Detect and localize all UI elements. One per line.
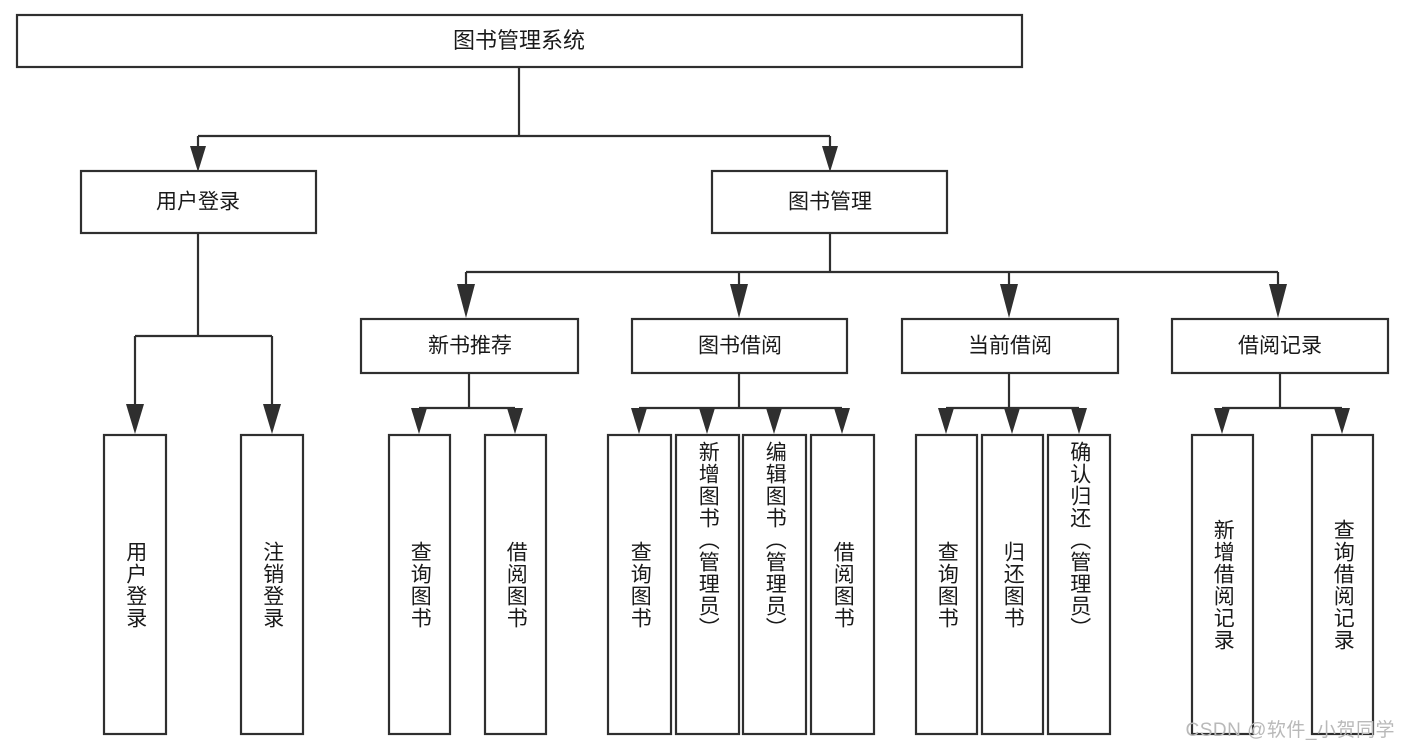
leaf-edit-book-box[interactable] — [741, 433, 808, 736]
node-new-book-recommend[interactable]: 新书推荐 — [359, 317, 580, 375]
leaf-user-login-box[interactable] — [102, 433, 168, 736]
leaf-add-record-box[interactable] — [1190, 433, 1255, 736]
arrow-leaf-add-record — [1214, 408, 1230, 434]
arrow-to-current-borrow — [1000, 284, 1018, 318]
book-borrow-label: 图书借阅 — [698, 335, 782, 358]
arrow-to-book-borrow — [730, 284, 748, 318]
book-management-box[interactable] — [710, 169, 949, 235]
node-book-borrow[interactable]: 图书借阅 — [630, 317, 849, 375]
current-borrow-box[interactable] — [900, 317, 1120, 375]
leaf-confirm-return-box[interactable] — [1046, 433, 1112, 736]
csdn-watermark: CSDN @软件_小贺同学 — [1185, 720, 1395, 741]
user-login-label: 用户登录 — [156, 191, 240, 214]
leaf-borrow-book-2-box[interactable] — [809, 433, 876, 736]
root-label: 图书管理系统 — [453, 28, 585, 53]
arrow-to-user-login — [190, 146, 206, 172]
borrow-record-box[interactable] — [1170, 317, 1390, 375]
book-management-label: 图书管理 — [788, 191, 872, 214]
arrow-leaf-return-book — [1004, 408, 1020, 434]
arrow-leaf-query-book-1 — [411, 408, 427, 434]
arrow-to-book-management — [822, 146, 838, 172]
borrow-record-label: 借阅记录 — [1238, 335, 1322, 358]
arrow-leaf-add-book — [699, 408, 715, 434]
user-login-box[interactable] — [79, 169, 318, 235]
arrow-leaf-edit-book — [766, 408, 782, 434]
arrow-leaf-query-book-3 — [938, 408, 954, 434]
connectors-group — [126, 67, 1350, 434]
root-box[interactable] — [15, 13, 1024, 69]
leaf-add-book-box[interactable] — [674, 433, 741, 736]
node-book-management[interactable]: 图书管理 — [710, 169, 949, 235]
arrow-leaf-user-login — [126, 404, 144, 434]
arrow-leaf-borrow-book-2 — [834, 408, 850, 434]
new-book-recommend-box[interactable] — [359, 317, 580, 375]
leaf-boxes-group — [102, 433, 1375, 736]
arrow-leaf-query-book-2 — [631, 408, 647, 434]
arrow-leaf-confirm-return — [1071, 408, 1087, 434]
arrow-to-new-book-recommend — [457, 284, 475, 318]
current-borrow-label: 当前借阅 — [968, 335, 1052, 358]
leaf-return-book-box[interactable] — [980, 433, 1045, 736]
node-borrow-record[interactable]: 借阅记录 — [1170, 317, 1390, 375]
arrow-leaf-query-record — [1334, 408, 1350, 434]
node-user-login[interactable]: 用户登录 — [79, 169, 318, 235]
leaf-query-book-2-box[interactable] — [606, 433, 673, 736]
leaf-borrow-book-1-box[interactable] — [483, 433, 548, 736]
node-current-borrow[interactable]: 当前借阅 — [900, 317, 1120, 375]
leaf-query-book-1-box[interactable] — [387, 433, 452, 736]
leaf-logout-login-box[interactable] — [239, 433, 305, 736]
book-borrow-box[interactable] — [630, 317, 849, 375]
arrow-to-borrow-record — [1269, 284, 1287, 318]
new-book-recommend-label: 新书推荐 — [428, 335, 512, 358]
arrow-leaf-logout-login — [263, 404, 281, 434]
leaf-query-record-box[interactable] — [1310, 433, 1375, 736]
node-root[interactable]: 图书管理系统 — [15, 13, 1024, 69]
leaf-query-book-3-box[interactable] — [914, 433, 979, 736]
arrow-leaf-borrow-book-1 — [507, 408, 523, 434]
